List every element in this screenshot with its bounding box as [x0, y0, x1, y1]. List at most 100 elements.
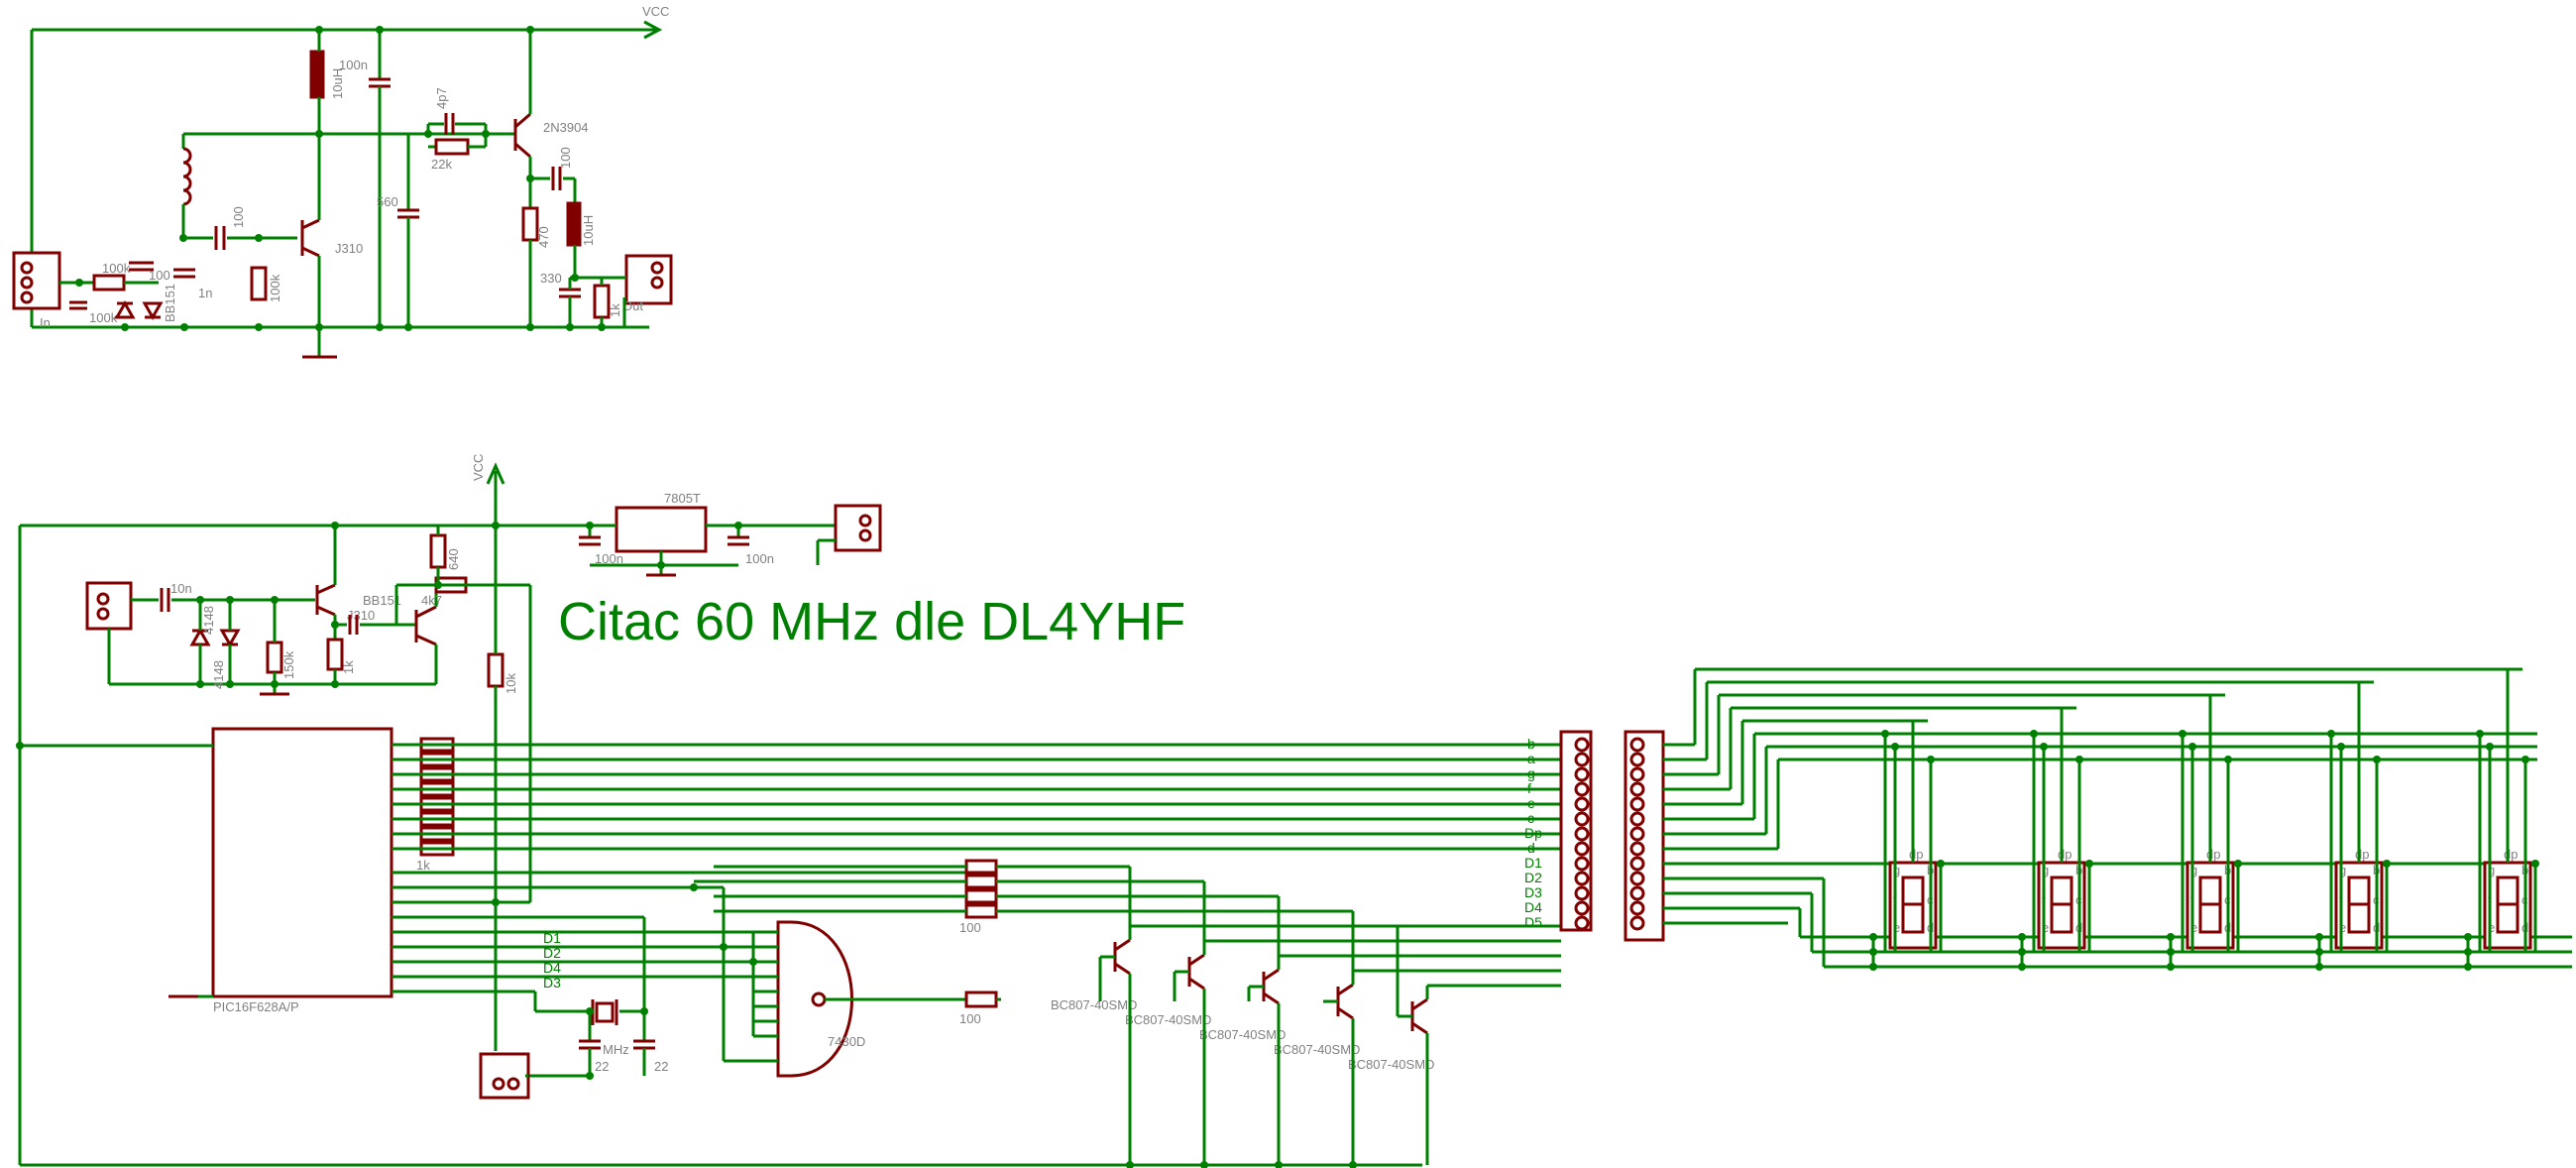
digit-glyph [2347, 876, 2371, 934]
schematic-title: Citac 60 MHz dle DL4YHF [558, 592, 1185, 651]
net-label-d2: D2 [543, 945, 561, 961]
svg-text:4p7: 4p7 [434, 87, 449, 109]
junction [2486, 743, 2494, 751]
svg-text:470: 470 [536, 226, 551, 248]
svg-text:1k: 1k [341, 660, 356, 674]
display-pin-label: g [2190, 863, 2197, 877]
svg-text:10uH: 10uH [330, 68, 345, 99]
signal-input-connector [85, 581, 133, 631]
display-pin-label: g [2042, 863, 2049, 877]
digit-glyph [2198, 876, 2222, 934]
pin-label-d1: D1 [1524, 855, 1542, 871]
pin-label-e: e [1527, 795, 1535, 811]
crystal [595, 1001, 615, 1023]
pin-label-b: b [1527, 736, 1535, 752]
svg-text:BB151: BB151 [363, 593, 401, 608]
pin-label-g: g [1527, 765, 1535, 781]
svg-text:22k: 22k [431, 157, 452, 172]
svg-text:22: 22 [654, 1059, 668, 1074]
out-label: Out [622, 298, 643, 313]
svg-text:10k: 10k [504, 673, 518, 694]
svg-text:BC807-40SMD: BC807-40SMD [1051, 997, 1137, 1012]
output-connector [624, 254, 673, 305]
junction [1891, 743, 1899, 751]
junction [2075, 756, 2083, 763]
regulator-7805t [615, 506, 708, 553]
svg-text:100: 100 [231, 206, 246, 228]
junction [1927, 756, 1935, 763]
svg-text:1k: 1k [608, 303, 622, 317]
svg-text:560: 560 [377, 194, 398, 209]
gate-section: 7430D 100 100 BC807-40SMD [690, 859, 1561, 1168]
nand-7430 [776, 920, 853, 1078]
in-label: In [40, 315, 51, 330]
svg-text:100k: 100k [89, 310, 118, 325]
svg-text:100: 100 [959, 1011, 981, 1026]
digit-bus [392, 871, 991, 993]
vcc-label-bottom: VCC [471, 454, 486, 481]
display-pin-label: e [2190, 920, 2197, 935]
svg-text:150k: 150k [281, 650, 296, 679]
display-pin-label: e [2339, 920, 2346, 935]
junction [2521, 756, 2529, 763]
svg-text:BC807-40SMD: BC807-40SMD [1348, 1057, 1434, 1072]
mcu-label: PIC16F628A/P [213, 999, 299, 1014]
pin-label-d3: D3 [1524, 884, 1542, 900]
svg-text:4k7: 4k7 [421, 593, 442, 608]
pin-label-d5: D5 [1524, 914, 1542, 930]
junction [1937, 860, 1945, 868]
junction [2188, 743, 2196, 751]
junction [2234, 860, 2242, 868]
junction [2531, 860, 2539, 868]
pin-label-d2: D2 [1524, 870, 1542, 885]
power-connector [834, 504, 882, 552]
display-pin-label: e [2042, 920, 2049, 935]
display-pin-label: dp [1909, 847, 1923, 862]
pin-label-d: d [1527, 840, 1535, 856]
svg-text:640: 640 [446, 548, 461, 570]
svg-text:100n: 100n [745, 551, 774, 566]
svg-text:100: 100 [959, 920, 981, 935]
j310-label: J310 [335, 241, 363, 256]
svg-text:100k: 100k [268, 274, 282, 302]
junction [2040, 743, 2048, 751]
pin-label-dp: Dp [1524, 825, 1542, 841]
junction [2476, 730, 2484, 738]
junction [2179, 730, 2186, 738]
svg-text:1n: 1n [198, 286, 212, 300]
junction [2224, 756, 2232, 763]
header-right [1624, 667, 2572, 969]
svg-text:BC807-40SMD: BC807-40SMD [1274, 1042, 1360, 1057]
svg-text:100: 100 [558, 147, 573, 169]
pin-label-a: a [1527, 751, 1535, 766]
net-label-d1: D1 [543, 930, 561, 946]
display-pin-label: g [1893, 863, 1900, 877]
segment-bus [392, 743, 1561, 851]
display-pin-label: dp [2355, 847, 2369, 862]
display-pin-label: e [1893, 920, 1900, 935]
svg-text:7430D: 7430D [828, 1034, 865, 1049]
svg-text:10uH: 10uH [581, 215, 596, 246]
digit-glyph [2050, 876, 2073, 934]
junction [2383, 860, 2391, 868]
mcu-section: PIC16F628A/P 1k [16, 727, 1561, 1100]
junction [1881, 730, 1889, 738]
svg-text:J310: J310 [347, 608, 375, 623]
svg-text:MHz: MHz [603, 1042, 629, 1057]
power-section: VCC 7805T 100n 100n [18, 454, 1422, 1167]
svg-text:100n: 100n [339, 58, 368, 72]
junction [2085, 860, 2093, 868]
junction [2327, 730, 2335, 738]
display-pin-label: dp [2058, 847, 2072, 862]
svg-text:BC807-40SMD: BC807-40SMD [1125, 1012, 1211, 1027]
pic16f628a-chip [211, 727, 393, 998]
display-pin-label: dp [2504, 847, 2518, 862]
pin-label-f: f [1527, 780, 1531, 796]
crystal-section: MHz 22 22 [525, 917, 668, 1078]
net-label-d3: D3 [543, 975, 561, 991]
svg-text:330: 330 [540, 271, 562, 286]
2n3904-label: 2N3904 [543, 120, 589, 135]
display-pin-label: g [2339, 863, 2346, 877]
